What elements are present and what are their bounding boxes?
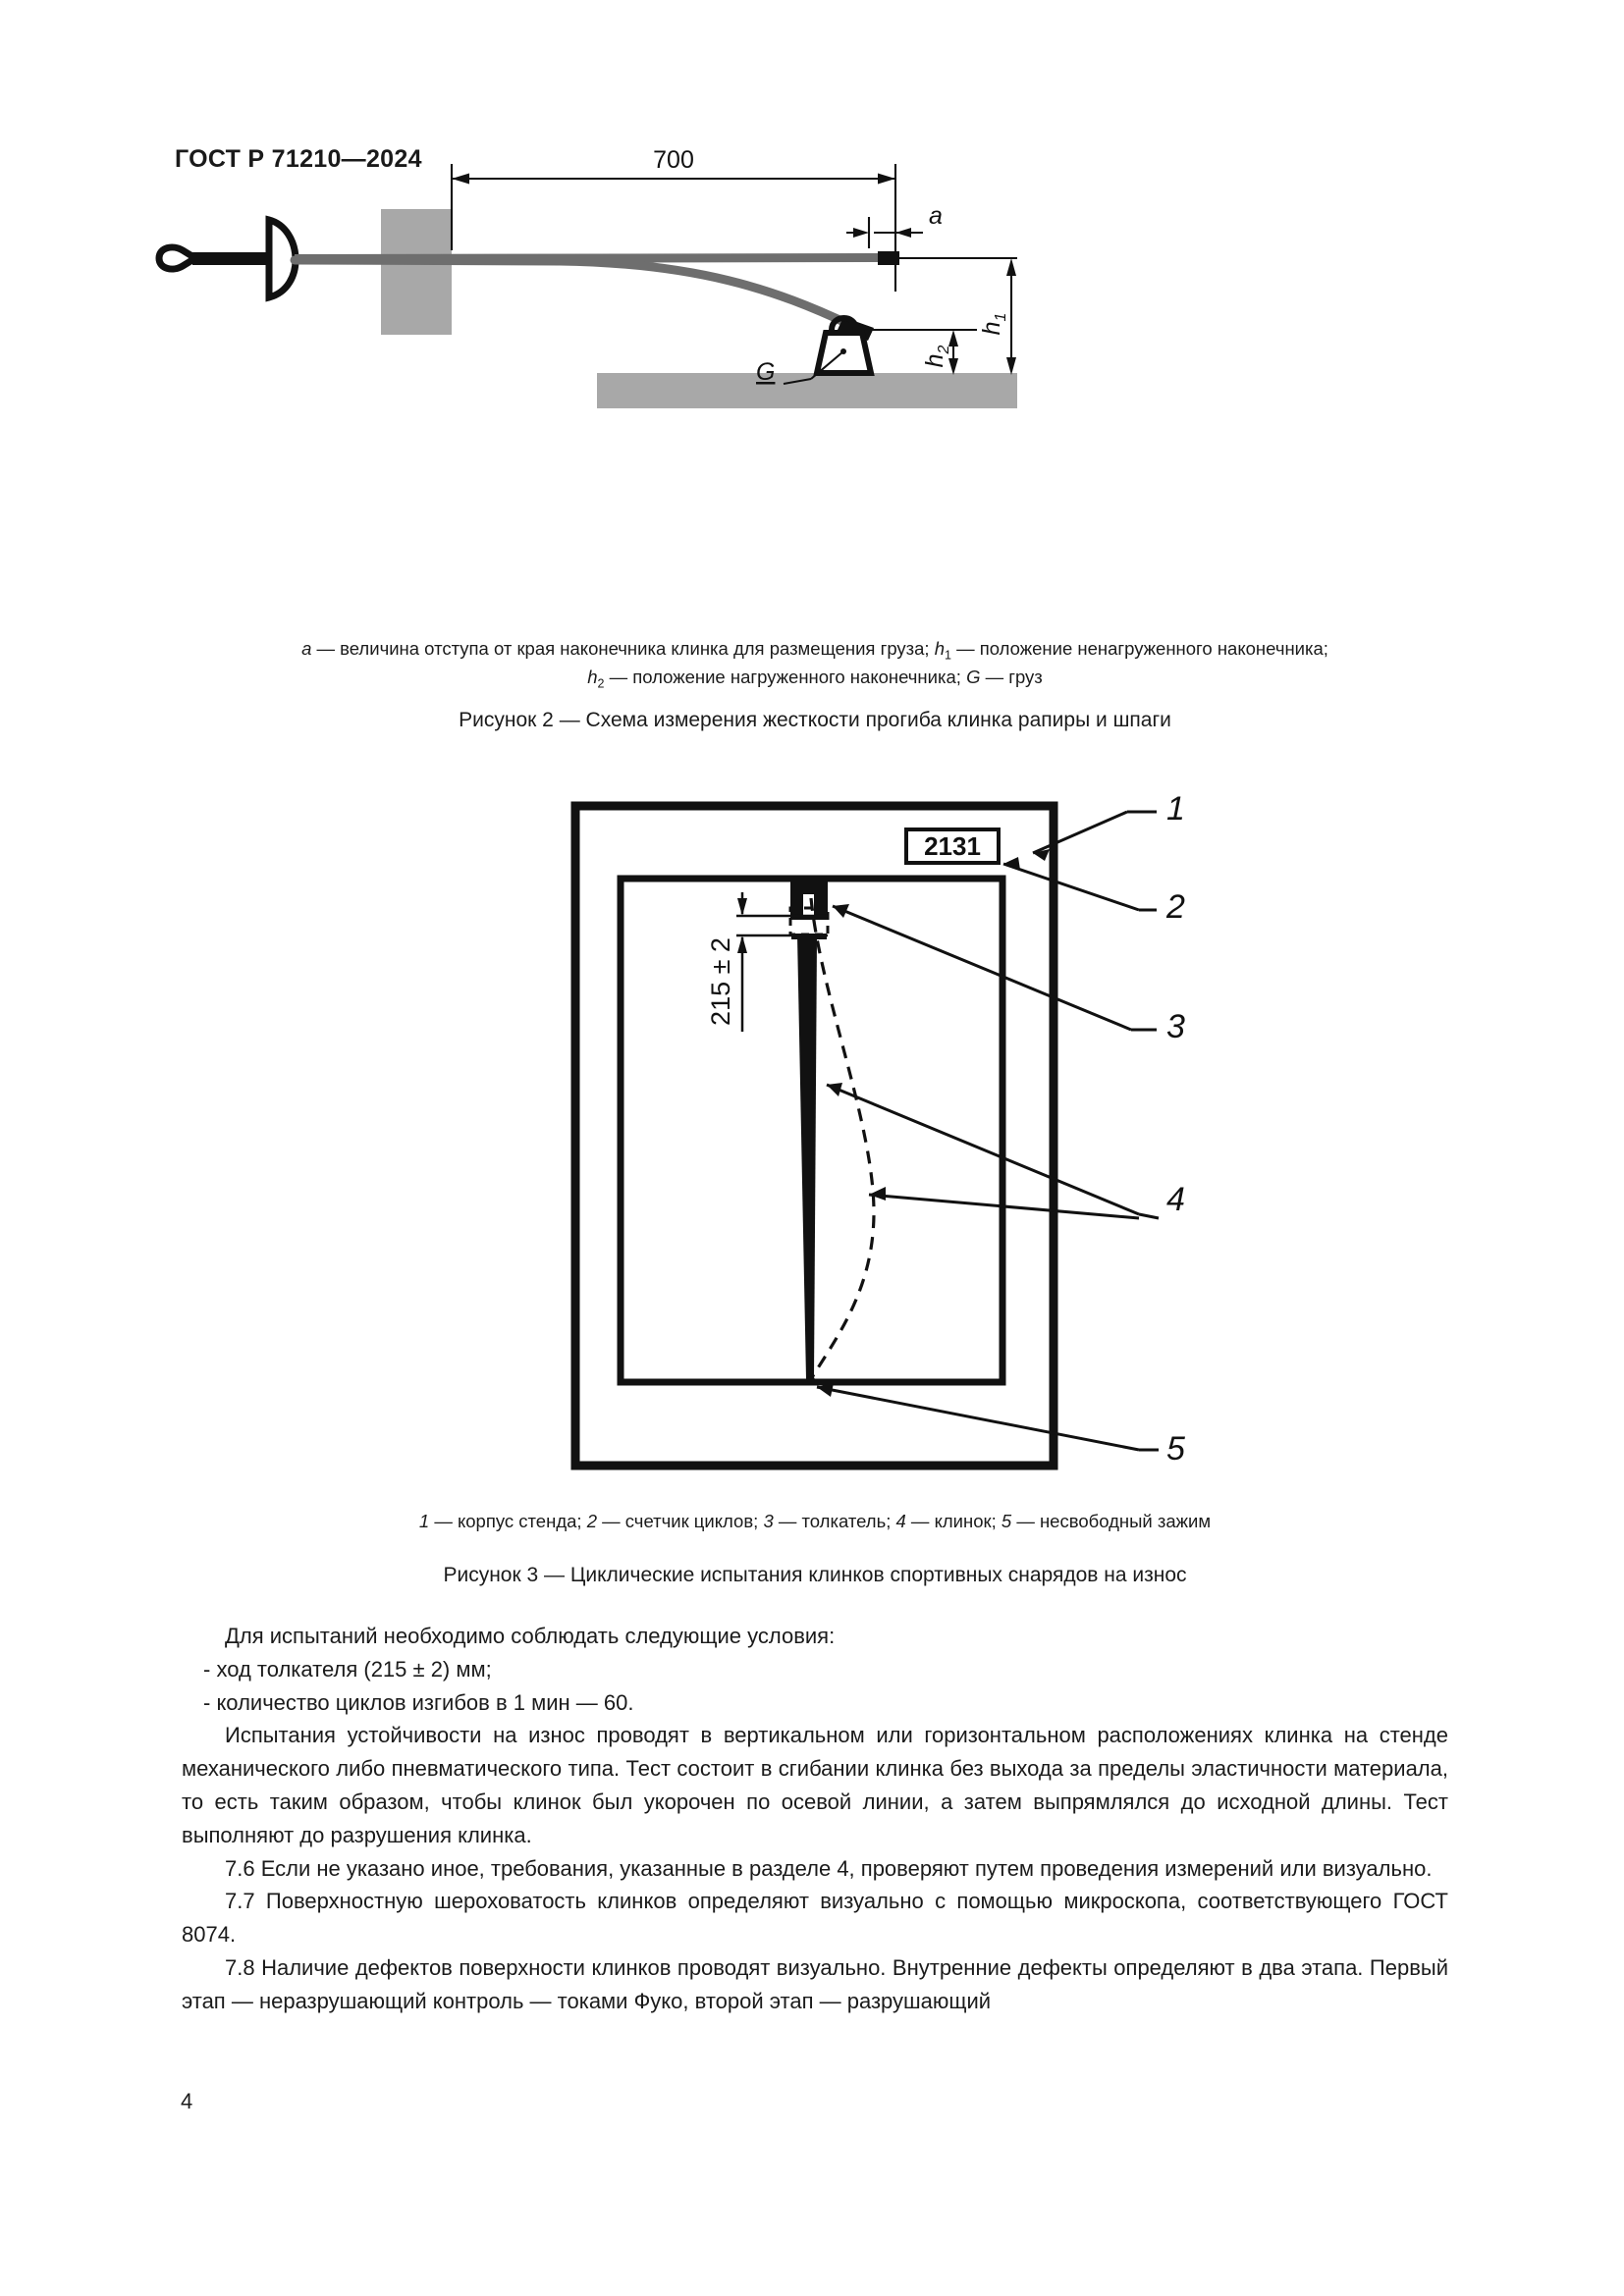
legend-text-a: — величина отступа от края наконечника к… (311, 638, 935, 659)
legend-symbol-G: G (966, 667, 981, 688)
legend3-text-1: — корпус стенда; (429, 1511, 587, 1531)
legend3-text-4: — клинок; (905, 1511, 1001, 1531)
paragraph-conditions-intro: Для испытаний необходимо соблюдать следу… (225, 1624, 836, 1648)
figure-2-legend: a — величина отступа от края наконечника… (147, 636, 1483, 694)
weight-leader (783, 350, 844, 386)
paragraph-durability: Испытания устойчивости на износ проводят… (182, 1723, 1448, 1847)
callout-label-3: 3 (1166, 1008, 1185, 1045)
legend-text-h1: — положение ненагруженного наконечника; (950, 638, 1328, 659)
weight-G-label: G (756, 358, 775, 386)
legend3-text-2: — счетчик циклов; (596, 1511, 764, 1531)
blade-loaded (290, 255, 855, 330)
callout-label-5: 5 (1166, 1430, 1185, 1468)
clamp-block (381, 209, 452, 335)
sword-grip (192, 252, 269, 265)
figure-2-diagram: 700 a (147, 146, 1483, 604)
blade-bent-dashed (809, 897, 876, 1380)
figure-2-title: Рисунок 2 — Схема измерения жесткости пр… (459, 709, 1171, 731)
dimension-h1-label: h1 (978, 313, 1009, 336)
dimension-700 (450, 164, 897, 292)
legend3-num-1: 1 (418, 1511, 430, 1531)
sword-handle-group (155, 215, 299, 302)
legend3-text-3: — толкатель; (773, 1511, 896, 1531)
legend3-num-4: 4 (895, 1511, 906, 1531)
figure-3-legend: 1 — корпус стенда; 2 — счетчик циклов; 3… (147, 1509, 1483, 1534)
dimension-a-label: a (929, 202, 943, 230)
legend3-num-5: 5 (1001, 1511, 1012, 1531)
pusher-head-slot (803, 894, 814, 916)
blade-collar (791, 934, 827, 939)
legend3-num-3: 3 (763, 1511, 774, 1531)
blade-straight (797, 935, 817, 1379)
figure-3-title: Рисунок 3 — Циклические испытания клинко… (443, 1564, 1187, 1586)
dimension-700-label: 700 (653, 146, 694, 174)
cycle-counter-value: 2131 (924, 831, 981, 861)
pommel-ring (155, 243, 202, 273)
legend-symbol-h1: h (934, 638, 946, 659)
legend3-text-5: — несвободный зажим (1011, 1511, 1212, 1531)
page-number: 4 (181, 2089, 193, 2113)
callout-leaders (816, 810, 1160, 1452)
paragraph-bullet-stroke: - ход толкателя (215 ± 2) мм; (203, 1656, 492, 1682)
paragraph-clause-7-7: 7.7 Поверхностную шероховатость клинков … (182, 1889, 1448, 1948)
dimension-h2-label: h2 (921, 346, 952, 368)
figure-3-diagram: 2131 215 ± 2 (550, 790, 1237, 1487)
legend3-num-2: 2 (586, 1511, 597, 1531)
legend-symbol-h1-sub: 1 (945, 648, 951, 663)
blade-tip-unloaded (878, 251, 899, 265)
legend-text-h2: — положение нагруженного наконечника; (604, 667, 967, 688)
legend-symbol-h2-sub: 2 (597, 677, 605, 692)
callout-label-4: 4 (1166, 1181, 1185, 1218)
paragraph-bullet-cycles: - количество циклов изгибов в 1 мин — 60… (203, 1689, 634, 1715)
legend-symbol-h2: h (587, 667, 598, 688)
cycle-counter-display (904, 828, 1001, 865)
paragraph-clause-7-8: 7.8 Наличие дефектов поверхности клинков… (182, 1954, 1448, 2013)
paragraph-clause-7-6: 7.6 Если не указано иное, требования, ук… (225, 1855, 1433, 1881)
ground-slab (597, 373, 1017, 408)
weight-handle (829, 315, 859, 331)
bottom-clamp-point (807, 1376, 815, 1384)
dimension-stroke-label: 215 ± 2 (706, 937, 735, 1026)
callout-label-1: 1 (1166, 790, 1185, 828)
stand-body-outline (570, 801, 1058, 1470)
standard-header: ГОСТ Р 71210—2024 (175, 145, 422, 173)
legend-symbol-a: a (301, 638, 312, 659)
body-text-block: Для испытаний необходимо соблюдать следу… (182, 1620, 1448, 2018)
legend-text-G: — груз (980, 667, 1043, 688)
callout-label-2: 2 (1165, 888, 1185, 926)
